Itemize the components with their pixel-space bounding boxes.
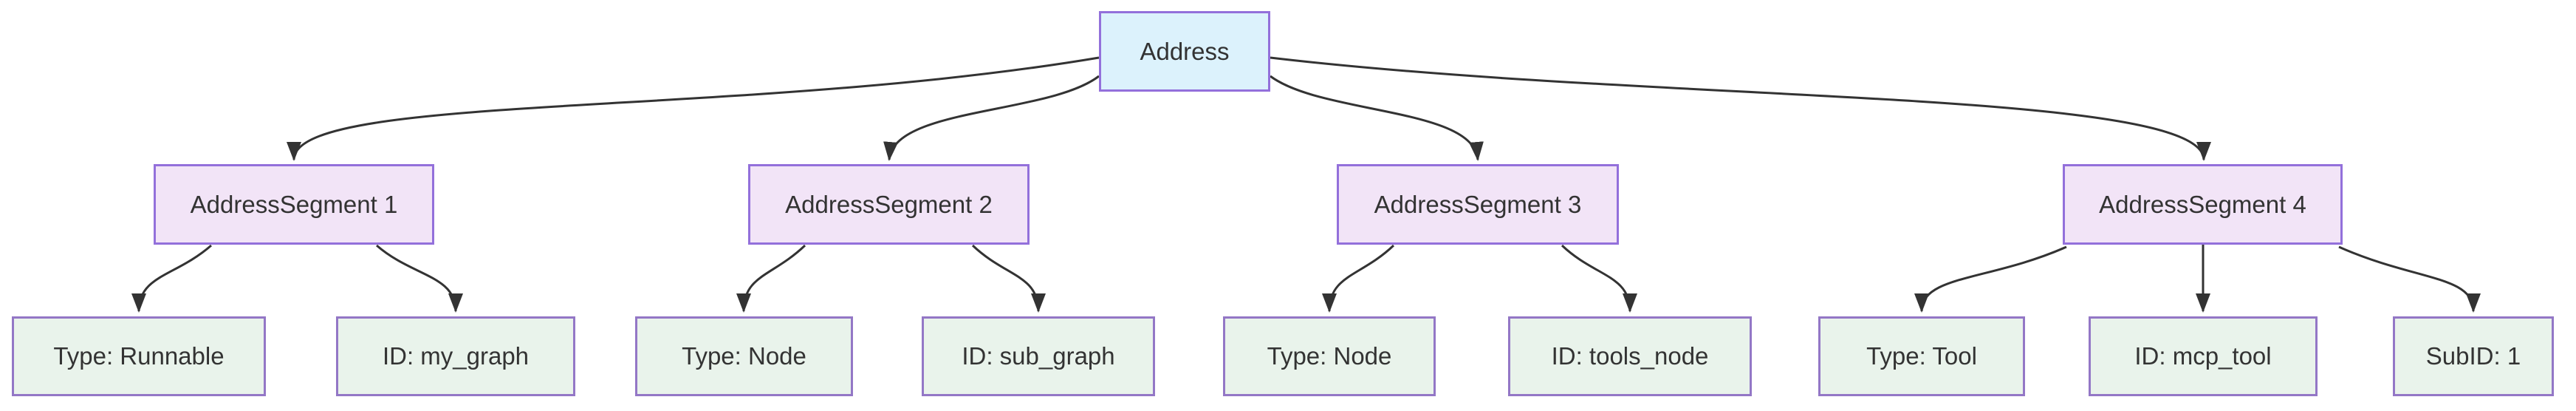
node-subid-1: SubID: 1 <box>2393 316 2554 396</box>
node-label: AddressSegment 1 <box>190 190 398 218</box>
node-label: ID: my_graph <box>382 342 530 370</box>
node-type-node-seg3: Type: Node <box>1223 316 1436 396</box>
node-id-tools-node: ID: tools_node <box>1508 316 1752 396</box>
node-address-segment-2: AddressSegment 2 <box>748 164 1030 245</box>
edge-address-to-segment-4 <box>1270 56 2211 161</box>
node-label: ID: sub_graph <box>962 342 1115 370</box>
edge-segment-4-to-subid-1 <box>2338 245 2481 313</box>
edge-segment-3-to-id-tools-node <box>1561 244 1637 313</box>
edge-segment-3-to-type-node <box>1322 244 1395 313</box>
node-label: Type: Tool <box>1866 342 1977 370</box>
node-type-tool: Type: Tool <box>1818 316 2025 396</box>
node-id-sub-graph: ID: sub_graph <box>922 316 1155 396</box>
node-label: SubID: 1 <box>2425 342 2521 370</box>
node-label: ID: tools_node <box>1551 342 1709 370</box>
node-label: ID: mcp_tool <box>2134 342 2272 370</box>
node-label: Address <box>1140 37 1230 65</box>
edge-address-to-segment-1 <box>287 56 1100 161</box>
node-type-runnable: Type: Runnable <box>12 316 266 396</box>
edge-address-to-segment-3 <box>1270 75 1484 161</box>
node-label: Type: Node <box>1267 342 1392 370</box>
node-address-segment-1: AddressSegment 1 <box>154 164 434 245</box>
node-address-segment-4: AddressSegment 4 <box>2063 164 2343 245</box>
edge-segment-1-to-id-my-graph <box>376 244 463 313</box>
node-id-mcp-tool: ID: mcp_tool <box>2089 316 2318 396</box>
node-label: AddressSegment 3 <box>1374 190 1582 218</box>
node-label: Type: Node <box>682 342 806 370</box>
edge-segment-1-to-type-runnable <box>131 244 212 313</box>
edge-segment-2-to-type-node <box>736 244 806 313</box>
node-label: AddressSegment 2 <box>785 190 993 218</box>
node-id-my-graph: ID: my_graph <box>336 316 575 396</box>
node-address: Address <box>1099 11 1270 92</box>
edge-address-to-segment-2 <box>883 75 1100 161</box>
edge-segment-4-to-type-tool <box>1914 245 2067 313</box>
edge-segment-2-to-id-sub-graph <box>971 244 1046 313</box>
node-address-segment-3: AddressSegment 3 <box>1337 164 1619 245</box>
node-label: Type: Runnable <box>53 342 225 370</box>
node-label: AddressSegment 4 <box>2099 190 2306 218</box>
node-type-node-seg2: Type: Node <box>635 316 853 396</box>
